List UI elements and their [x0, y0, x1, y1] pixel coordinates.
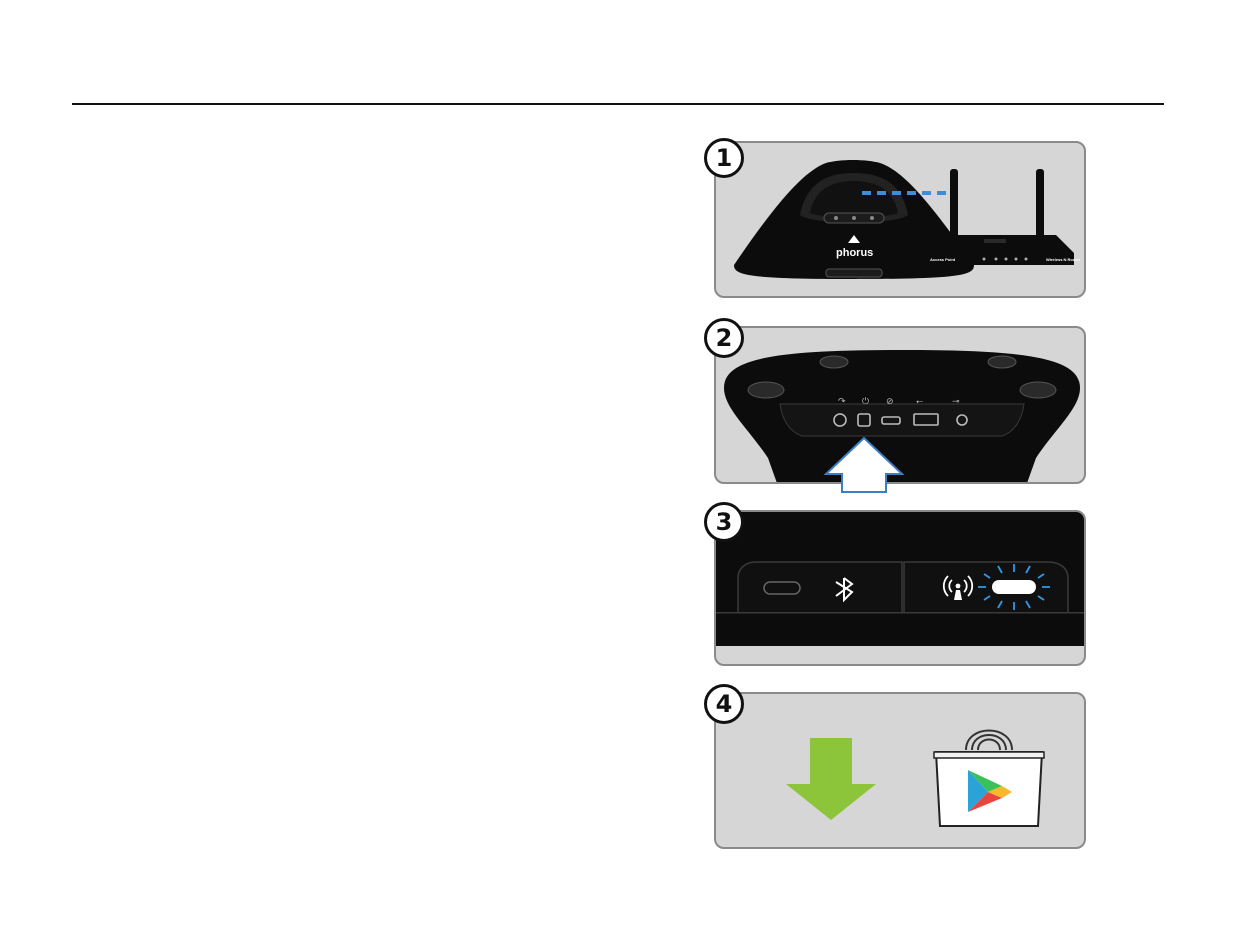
speaker-logo: phorus	[836, 247, 873, 259]
step-1-panel: phorus Access Point Wireless N Router	[714, 141, 1086, 298]
step-3-panel	[714, 510, 1086, 666]
router-label: Access Point	[930, 257, 955, 262]
step-badge-3: 3	[704, 502, 744, 542]
svg-text:⊸: ⊸	[952, 397, 960, 407]
step-badge-2: 2	[704, 318, 744, 358]
svg-text:⏻: ⏻	[862, 396, 869, 407]
step-badge-4: 4	[704, 684, 744, 724]
play-store-bag-icon	[934, 731, 1044, 827]
download-arrow-icon	[786, 738, 876, 820]
router-icon	[922, 169, 1074, 265]
router-label-right: Wireless N Router	[1046, 257, 1080, 262]
svg-text:⭠: ⭠	[916, 397, 923, 407]
svg-text:⊘: ⊘	[886, 397, 894, 407]
speaker-underside-icon: ↷ ⏻ ⊘ ⭠ ⊸	[724, 350, 1080, 484]
step-4-panel	[714, 692, 1086, 849]
step-2-panel: ↷ ⏻ ⊘ ⭠ ⊸	[714, 326, 1086, 484]
step-badge-1: 1	[704, 138, 744, 178]
top-rule	[72, 103, 1164, 105]
svg-text:↷: ↷	[838, 397, 846, 407]
